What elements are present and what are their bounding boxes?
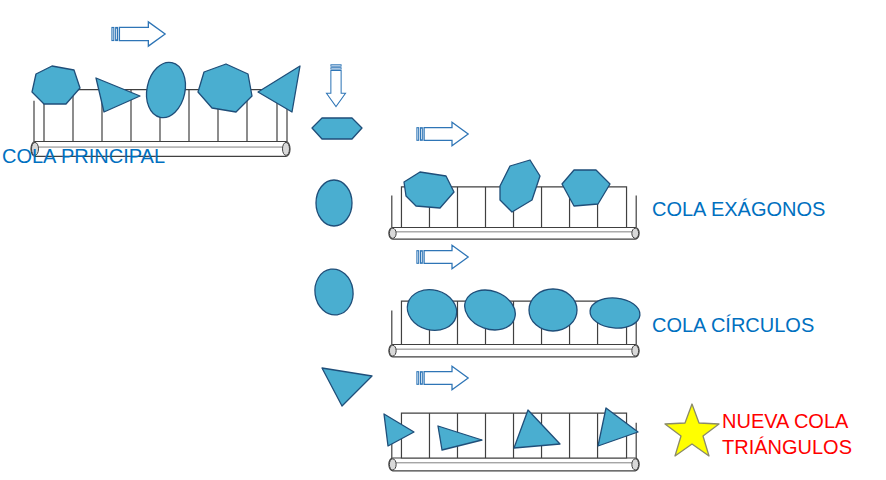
triangle-piece [598,408,638,446]
queue-label: COLA PRINCIPAL [2,143,262,169]
queue-label-box: COLA PRINCIPAL [2,143,262,169]
circle-piece [589,296,641,330]
triangle-piece [514,410,560,448]
hexagon-piece [32,66,80,104]
direction-arrow [417,245,468,268]
queue-label-box: COLA CÍRCULOS [652,312,878,338]
hexagon-piece [312,118,362,139]
circle-piece [459,283,521,336]
hexagon-piece [198,64,252,112]
hexagon-piece [500,160,540,212]
hexagon-piece [404,172,454,208]
triangle-piece [96,78,140,112]
direction-arrow [112,22,165,46]
hexagon-piece [562,170,610,206]
triangle-piece [258,66,300,112]
queue-label: COLA CÍRCULOS [652,312,878,338]
circle-piece [316,180,352,226]
circle-piece [312,267,356,318]
queue-label: NUEVA COLA TRIÁNGULOS [722,408,872,460]
triangle-piece [384,414,414,446]
star-symbol [665,404,719,456]
direction-arrow [326,65,345,107]
triangle-piece [438,426,482,450]
direction-arrow [417,366,468,389]
queue-label-box: NUEVA COLA TRIÁNGULOS [722,408,872,460]
circle-piece [142,59,191,122]
circle-piece [529,289,577,331]
queue-label: COLA EXÁGONOS [652,196,878,222]
queue-label-box: COLA EXÁGONOS [652,196,878,222]
circle-piece [403,284,462,336]
triangle-piece [322,368,372,406]
direction-arrow [417,122,468,145]
